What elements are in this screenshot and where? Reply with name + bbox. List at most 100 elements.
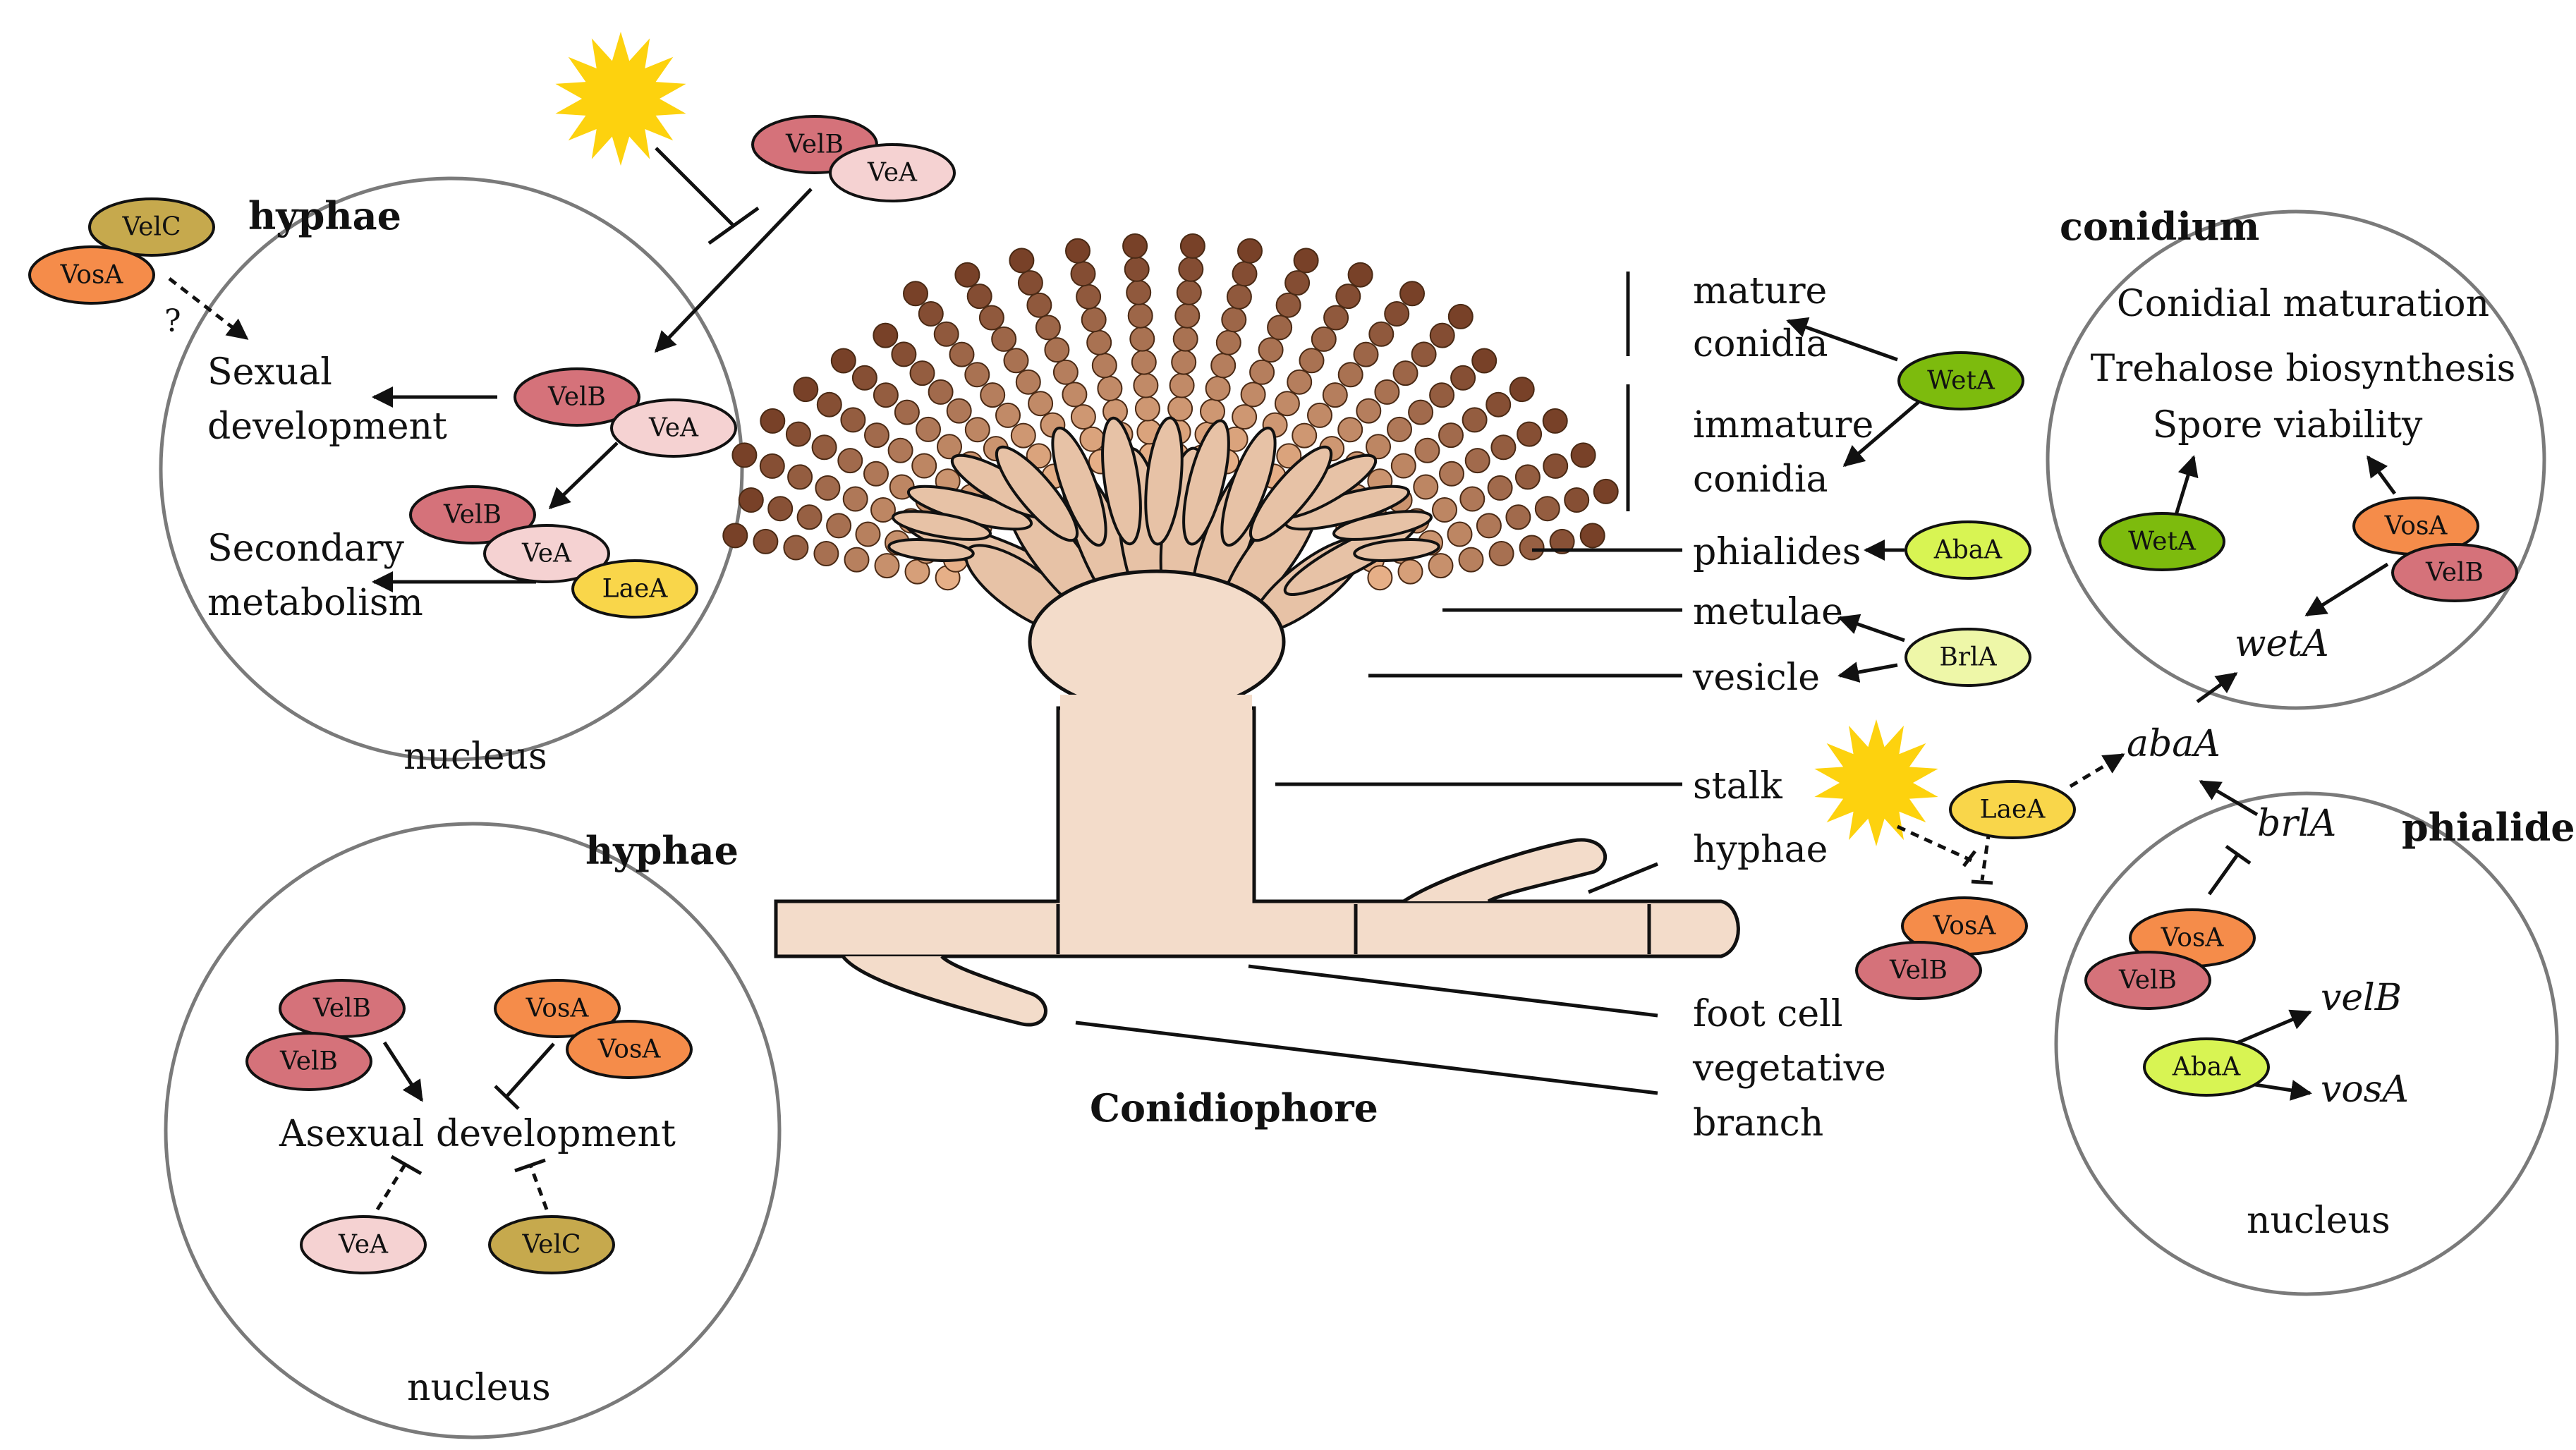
conidium-spore — [1133, 372, 1159, 398]
conidium-spore — [1176, 279, 1202, 305]
conidium-spore — [1458, 547, 1484, 573]
conidium-spore — [759, 453, 785, 479]
conidium-spore — [863, 461, 889, 487]
protein-brla: BrlA — [1904, 628, 2031, 687]
protein-weta: WetA — [2098, 512, 2225, 571]
svg-text:LaeA: LaeA — [1980, 796, 2046, 824]
conidium-spore — [1097, 375, 1123, 401]
nucleus-circle-hyphae-asexual — [164, 822, 782, 1439]
conidium-spore — [1464, 448, 1490, 474]
protein-abaa: AbaA — [1904, 520, 2031, 580]
conidium-spore — [978, 305, 1004, 331]
conidium-spore — [937, 434, 962, 460]
conidium-spore — [793, 377, 819, 403]
svg-text:VelB: VelB — [1889, 956, 1948, 985]
conidium-spore — [1299, 348, 1325, 374]
nucleus-label: nucleus — [407, 1367, 551, 1409]
conidium-spore — [1490, 434, 1517, 461]
conidium-spore — [1353, 341, 1379, 367]
conidium-spore — [903, 281, 928, 307]
conidium-spore — [1514, 464, 1541, 490]
conidium-spore — [722, 523, 748, 549]
conidium-spore — [909, 360, 935, 386]
svg-text:VelC: VelC — [121, 213, 181, 242]
conidium-spore — [1509, 377, 1535, 403]
conidium-spore — [1432, 497, 1457, 523]
conidium-spore — [1505, 504, 1531, 530]
phialide-cell — [1101, 416, 1142, 546]
conidium-spore — [826, 513, 852, 539]
conidium-spore — [1593, 478, 1619, 504]
conidium-spore — [1124, 256, 1150, 282]
conidium-spore — [1178, 256, 1204, 282]
conidium-spore — [1174, 303, 1201, 329]
conidium-spore — [1542, 408, 1568, 434]
conidium-spore — [1035, 315, 1061, 341]
hypha-body — [774, 569, 1740, 1027]
conidium-spore — [1392, 360, 1418, 386]
conidium-spore — [1293, 248, 1319, 274]
phialide-cell — [1353, 538, 1440, 562]
svg-text:VelB: VelB — [279, 1047, 338, 1076]
conidium-spore — [813, 541, 839, 566]
phialide-nucleus-circle — [2054, 791, 2559, 1296]
conidium-line-2: Trehalose biosynthesis — [2091, 348, 2516, 390]
conidium-spore — [1367, 565, 1393, 591]
gene-brla: brlA — [2257, 803, 2336, 845]
conidium-spore — [1517, 421, 1543, 447]
conidium-spore — [894, 399, 920, 425]
conidium-spore — [1488, 541, 1514, 566]
conidium-line-1: Conidial maturation — [2117, 283, 2489, 325]
leader-lines — [1075, 272, 1682, 1095]
conidiophore-title: Conidiophore — [1090, 1085, 1378, 1131]
conidium-spore — [1387, 416, 1412, 442]
conidium-spore — [1169, 372, 1195, 398]
conidium-circle — [2046, 209, 2546, 710]
conidium-spore — [1413, 474, 1439, 500]
phialide-cell — [887, 538, 975, 562]
protein-vosa: VosA — [494, 979, 621, 1038]
label-vegetative-branch-2: branch — [1693, 1102, 1823, 1145]
label-stalk: stalk — [1693, 765, 1782, 808]
conidium-spore — [1274, 391, 1300, 417]
secondary-metabolism-line1: Secondary — [207, 528, 404, 570]
protein-laea: LaeA — [571, 559, 698, 619]
protein-abaa: AbaA — [2143, 1037, 2270, 1097]
conidium-spore — [1462, 407, 1488, 433]
gene-weta: wetA — [2235, 623, 2329, 665]
conidium-spore — [1134, 396, 1160, 422]
conidium-spore — [1534, 496, 1560, 522]
conidium-spore — [1127, 303, 1153, 329]
conidium-spore — [1323, 305, 1349, 331]
conidium-spore — [1221, 307, 1247, 333]
conidium-spore — [873, 382, 899, 408]
conidium-spore — [1003, 348, 1029, 374]
sexual-development-line2: development — [207, 406, 447, 448]
label-metulae: metulae — [1693, 591, 1843, 633]
gene-vosa: vosA — [2321, 1068, 2409, 1111]
gene-abaa: abaA — [2127, 723, 2220, 765]
conidium-spore — [1275, 292, 1301, 318]
protein-vea: VeA — [829, 143, 956, 202]
protein-velb: VelB — [245, 1032, 372, 1091]
protein-velb: VelB — [1855, 941, 1982, 1000]
conidium-spore — [1438, 422, 1464, 449]
conidium-spore — [1519, 535, 1545, 561]
conidium-spore — [1226, 284, 1252, 310]
conidium-spore — [1126, 279, 1152, 305]
conidium-spore — [1476, 513, 1502, 539]
svg-text:VosA: VosA — [60, 261, 124, 290]
conidium-spore — [1564, 487, 1590, 513]
conidium-spore — [891, 341, 917, 367]
conidium-spore — [1429, 322, 1455, 348]
conidium-spore — [1062, 382, 1088, 408]
label-immature-conidia-2: conidia — [1693, 458, 1828, 501]
conidium-spore — [1052, 359, 1079, 385]
conidium-spore — [1215, 329, 1241, 355]
svg-text:VelB: VelB — [443, 501, 502, 530]
sexual-development-line1: Sexual — [207, 351, 332, 394]
conidium-spore — [1337, 417, 1363, 443]
conidium-spore — [918, 301, 944, 327]
nucleus-label: nucleus — [2247, 1200, 2390, 1242]
conidium-spore — [949, 341, 975, 367]
